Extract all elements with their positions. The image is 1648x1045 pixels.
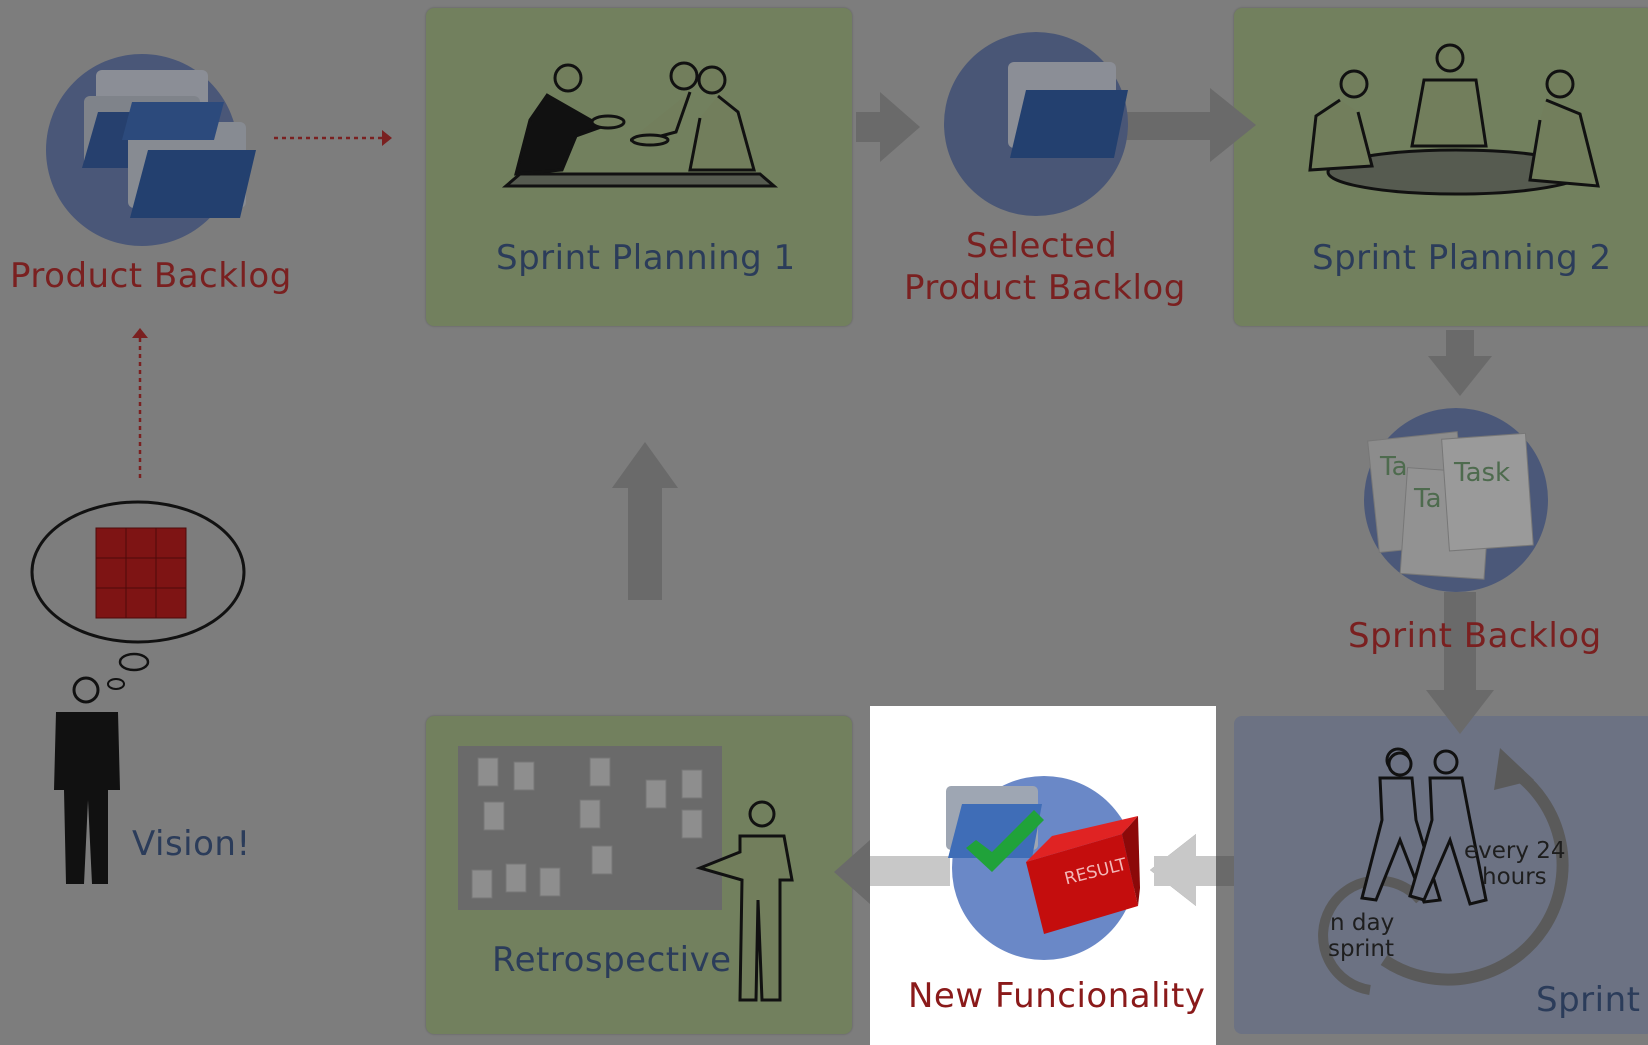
new-functionality-icon (946, 776, 1140, 960)
sprint-planning-1-label: Sprint Planning 1 (496, 238, 796, 278)
sprint-planning-2-people (1308, 43, 1600, 196)
selected-backlog-label-line1: Selected (966, 226, 1118, 266)
vision-thought (30, 500, 246, 690)
selected-backlog-icon (944, 32, 1128, 216)
arrow-shaft-highlight-left (870, 856, 950, 886)
every-24-hours-line2: hours (1482, 864, 1547, 890)
sprint-backlog-label: Sprint Backlog (1348, 616, 1602, 656)
task-label-3: Task (1454, 458, 1511, 488)
arrow-selected-to-sp2 (1120, 88, 1256, 162)
product-cubes (95, 527, 187, 619)
sprint-planning-2-label: Sprint Planning 2 (1312, 238, 1612, 278)
arrow-new-func-to-retro-head (834, 840, 870, 904)
every-24-hours-line1: every 24 (1464, 838, 1566, 864)
sprint-cycle-graphics (1318, 747, 1569, 995)
retrospective-board (458, 746, 794, 1002)
sprint-planning-1-people (501, 61, 779, 188)
sprint-planning-1-panel (426, 8, 852, 326)
sprint-backlog-icon (1364, 408, 1548, 592)
sprint-label: Sprint (1536, 980, 1641, 1020)
selected-backlog-label-line2: Product Backlog (904, 268, 1186, 308)
arrow-retro-to-sp1 (612, 442, 678, 600)
flow-arrows (612, 88, 1494, 906)
arrow-sp1-to-selected (856, 92, 920, 162)
vision-label: Vision! (132, 824, 251, 864)
n-day-sprint-line1: n day (1330, 910, 1395, 936)
n-day-sprint-line2: sprint (1328, 936, 1395, 962)
product-backlog-label: Product Backlog (10, 256, 292, 296)
arrow-sprint-backlog-to-sprint (1426, 592, 1494, 734)
vision-person (54, 676, 120, 884)
vision-flow (138, 136, 384, 478)
new-functionality-label: New Funcionality (908, 976, 1206, 1016)
arrow-head-highlight-right (1150, 834, 1196, 906)
task-label-2: Ta (1414, 484, 1442, 514)
retrospective-label: Retrospective (492, 940, 732, 980)
product-backlog-icon (46, 54, 256, 246)
task-label-1: Ta (1380, 452, 1408, 482)
dotted-arrow-head-right (382, 130, 392, 146)
arrow-sp2-to-sprint-backlog (1428, 330, 1492, 396)
dotted-arrow-head-up (132, 328, 148, 338)
